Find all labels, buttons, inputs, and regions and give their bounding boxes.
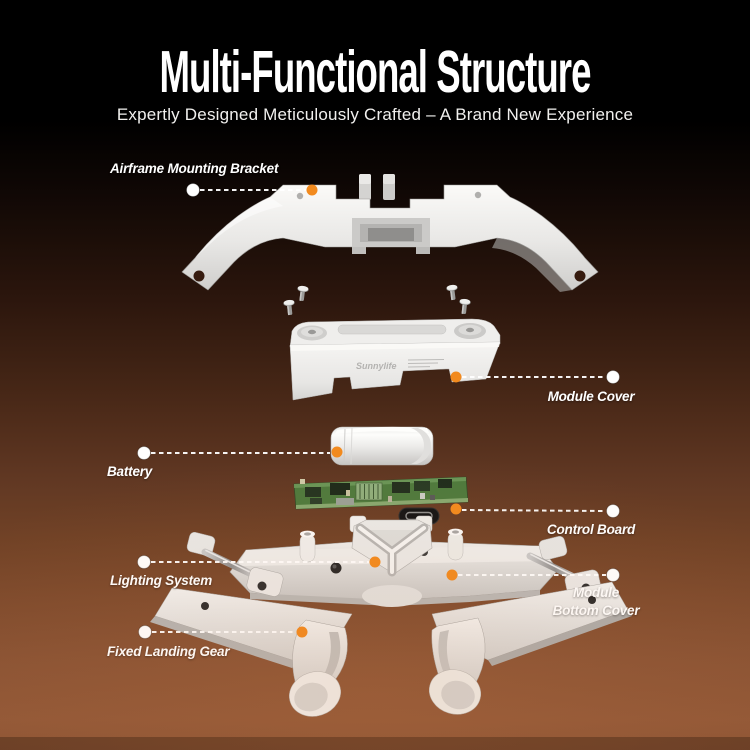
screw-icon xyxy=(446,284,458,301)
screw-icon xyxy=(283,299,295,316)
bottom-shadow-strip xyxy=(0,737,750,750)
callout-dot-orange xyxy=(296,626,308,638)
callout-dot-orange xyxy=(306,184,318,196)
screw-icon xyxy=(297,285,309,302)
mounting-screws xyxy=(283,284,471,316)
callout-line xyxy=(461,509,607,512)
center-y-mount xyxy=(349,515,433,577)
callout-control-board xyxy=(450,503,620,518)
callout-dot-orange xyxy=(369,556,381,568)
airframe-mounting-bracket-part xyxy=(181,174,599,292)
callout-fixed-landing-gear xyxy=(138,625,308,639)
screw-icon xyxy=(459,298,471,315)
callout-battery xyxy=(137,446,343,460)
brand-logo: Sunnylife xyxy=(356,359,445,371)
callout-label-control-board: Control Board xyxy=(546,522,636,537)
battery-part xyxy=(330,426,434,466)
callout-label-fixed-landing-gear: Fixed Landing Gear xyxy=(107,644,230,659)
callout-module-cover xyxy=(450,370,620,384)
page-title: Multi-Functional Structure xyxy=(159,39,591,105)
landing-leg-right xyxy=(429,617,486,715)
fixed-landing-gear-part xyxy=(289,617,486,717)
callout-dot-orange xyxy=(450,503,462,515)
callout-dot-orange xyxy=(446,569,458,581)
module-bottom-cover-part xyxy=(150,515,632,668)
callout-dot-white xyxy=(606,568,620,582)
callout-dot-white xyxy=(137,555,151,569)
control-board-part xyxy=(293,476,469,525)
callout-label-module-bottom-cover: Module Bottom Cover xyxy=(552,585,640,618)
callout-label-module-cover: Module Cover xyxy=(547,389,635,404)
callout-dot-white xyxy=(138,625,152,639)
landing-leg-left xyxy=(289,619,348,717)
callout-dot-orange xyxy=(331,446,343,458)
callout-dot-white xyxy=(606,504,620,518)
callout-label-airframe-mounting-bracket: Airframe Mounting Bracket xyxy=(110,161,279,176)
callout-airframe-mounting-bracket xyxy=(186,183,318,197)
lighting-arm-left xyxy=(186,531,284,597)
callout-dot-white xyxy=(186,183,200,197)
callout-dot-white xyxy=(606,370,620,384)
callout-label-battery: Battery xyxy=(107,464,153,479)
page-subtitle: Expertly Designed Meticulously Crafted –… xyxy=(116,105,634,124)
callout-dot-white xyxy=(137,446,151,460)
module-cover-part: Sunnylife xyxy=(289,318,501,401)
svg-text:Sunnylife: Sunnylife xyxy=(356,361,397,371)
callout-label-lighting-system: Lighting System xyxy=(110,573,213,588)
callout-dot-orange xyxy=(450,371,462,383)
callout-module-bottom-cover xyxy=(446,568,620,582)
callout-lighting-system xyxy=(137,555,381,569)
